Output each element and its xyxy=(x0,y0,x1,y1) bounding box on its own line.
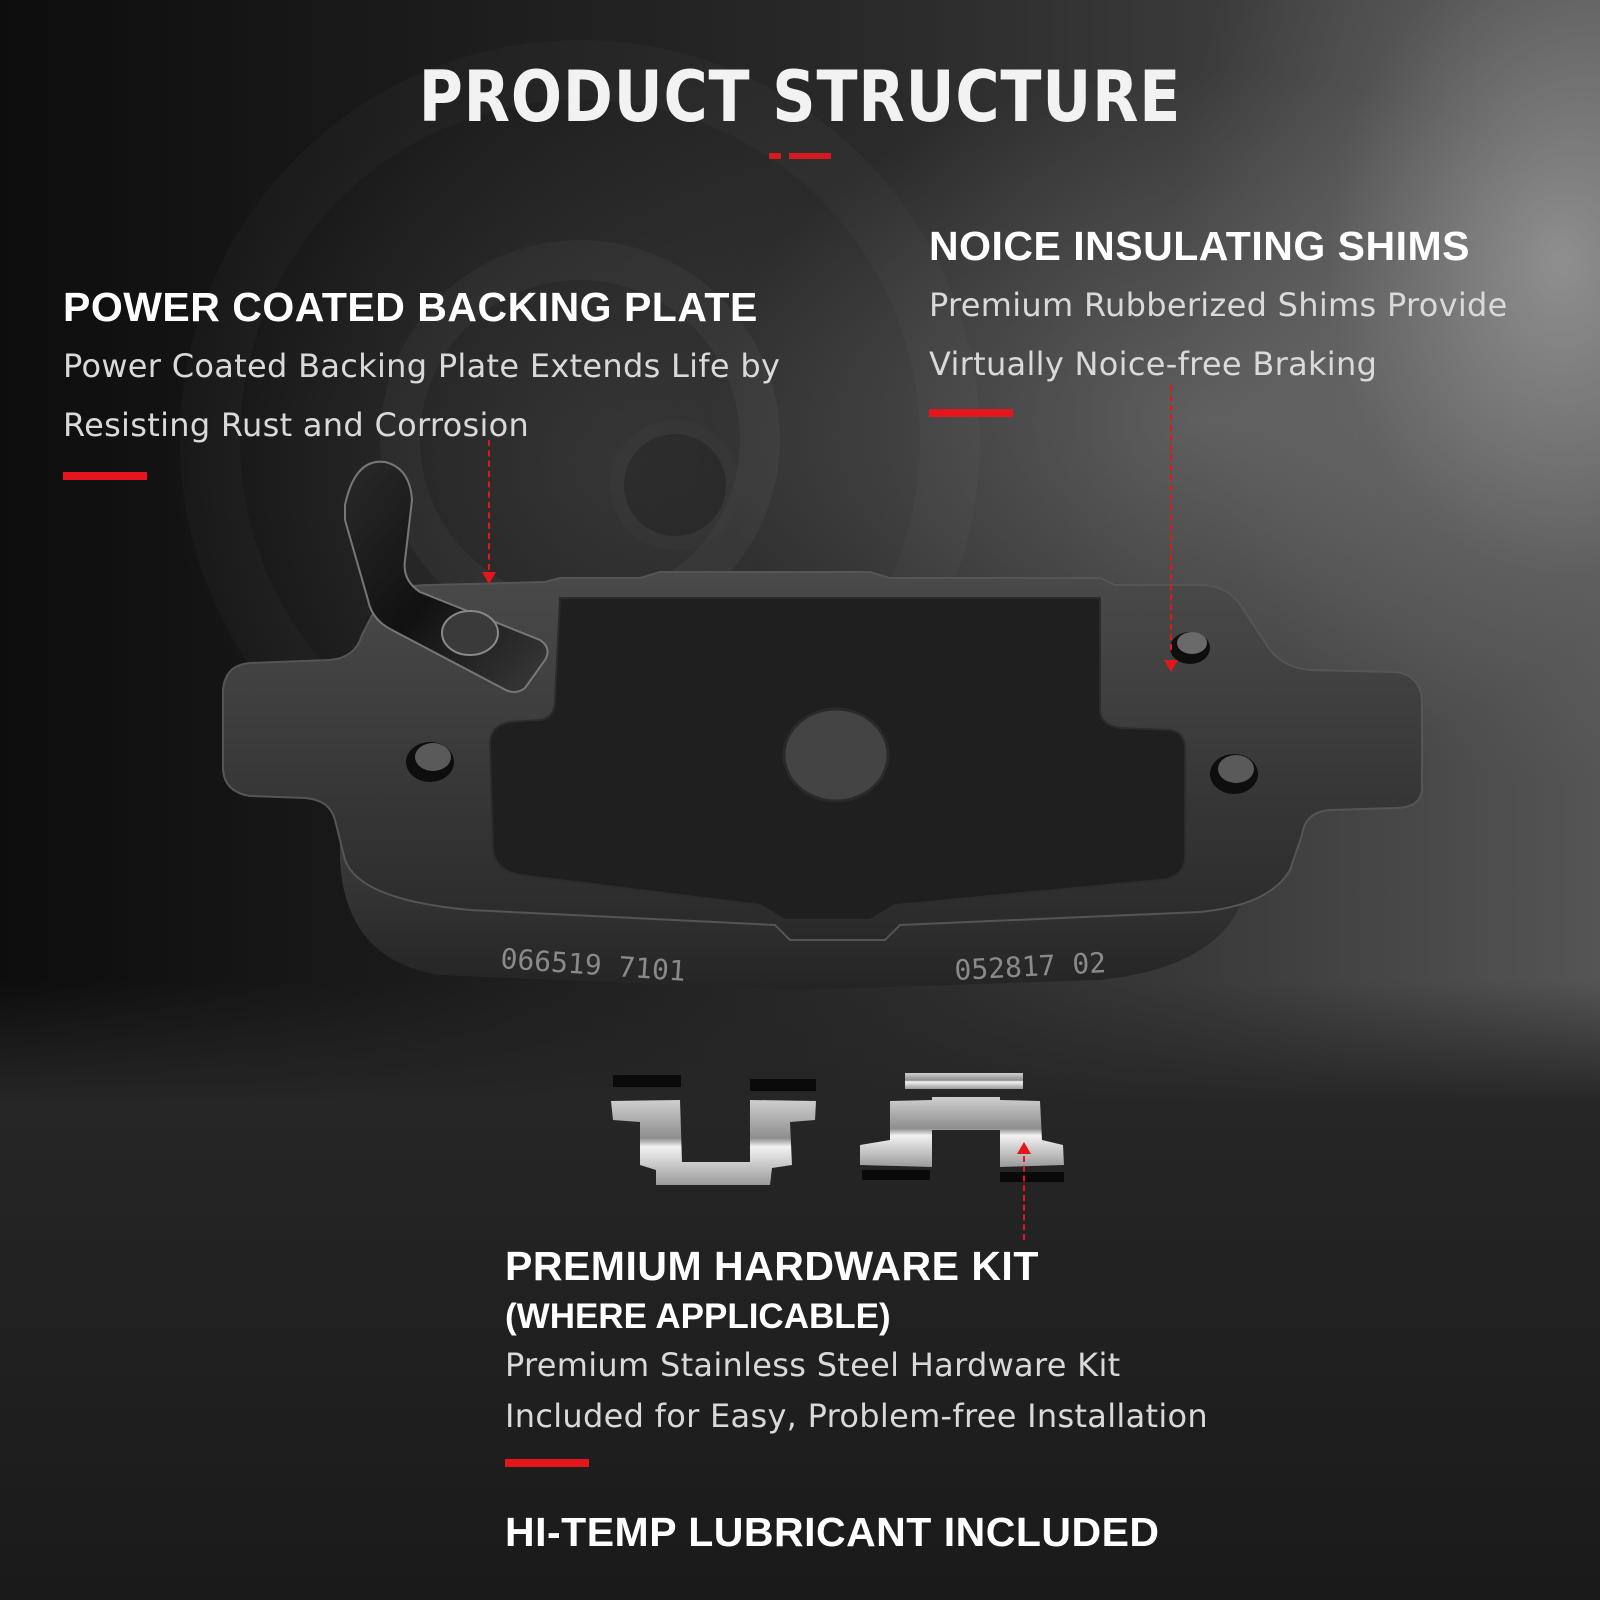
wear-indicator-clip xyxy=(344,460,549,693)
feature-insulating-shims: NOICE INSULATING SHIMS Premium Rubberize… xyxy=(929,223,1508,418)
title-underline xyxy=(769,153,831,159)
feature-description-line: Premium Rubberized Shims Provide xyxy=(929,286,1508,325)
feature-lubricant: HI-TEMP LUBRICANT INCLUDED xyxy=(505,1509,1160,1555)
shims-callout-line xyxy=(1170,385,1172,650)
feature-title: HI-TEMP LUBRICANT INCLUDED xyxy=(505,1509,1160,1555)
pad-stamp-right: 052817 02 xyxy=(954,946,1107,987)
insulating-shim xyxy=(488,597,1186,921)
arrow-down-icon xyxy=(482,572,496,584)
arrow-up-icon xyxy=(1017,1142,1031,1154)
feature-subtitle: (WHERE APPLICABLE) xyxy=(505,1297,891,1337)
brake-hub-background xyxy=(610,420,740,550)
feature-title: PREMIUM HARDWARE KIT xyxy=(505,1243,1039,1289)
feature-title: POWER COATED BACKING PLATE xyxy=(63,284,758,330)
feature-hardware-kit: PREMIUM HARDWARE KIT (WHERE APPLICABLE) … xyxy=(505,1243,1208,1468)
red-accent-bar xyxy=(505,1459,589,1468)
red-accent-bar xyxy=(929,409,1013,418)
arrow-down-icon xyxy=(1164,660,1178,672)
hardware-callout-line xyxy=(1023,1156,1025,1240)
feature-description-line: Included for Easy, Problem-free Installa… xyxy=(505,1397,1208,1436)
feature-description-line: Resisting Rust and Corrosion xyxy=(63,406,530,445)
backing-plate-pins xyxy=(406,632,1258,794)
feature-description-line: Power Coated Backing Plate Extends Life … xyxy=(63,347,781,386)
hardware-clip-left xyxy=(611,1075,816,1185)
feature-description-line: Virtually Noice-free Braking xyxy=(929,345,1378,384)
feature-description-line: Premium Stainless Steel Hardware Kit xyxy=(505,1346,1121,1385)
feature-backing-plate: POWER COATED BACKING PLATE Power Coated … xyxy=(63,284,781,481)
hardware-clip-right xyxy=(860,1073,1064,1182)
feature-title: NOICE INSULATING SHIMS xyxy=(929,223,1470,269)
red-accent-bar xyxy=(63,472,147,481)
page-title: PRODUCT STRUCTURE xyxy=(418,56,1182,138)
backing-plate-callout-line xyxy=(488,440,490,570)
